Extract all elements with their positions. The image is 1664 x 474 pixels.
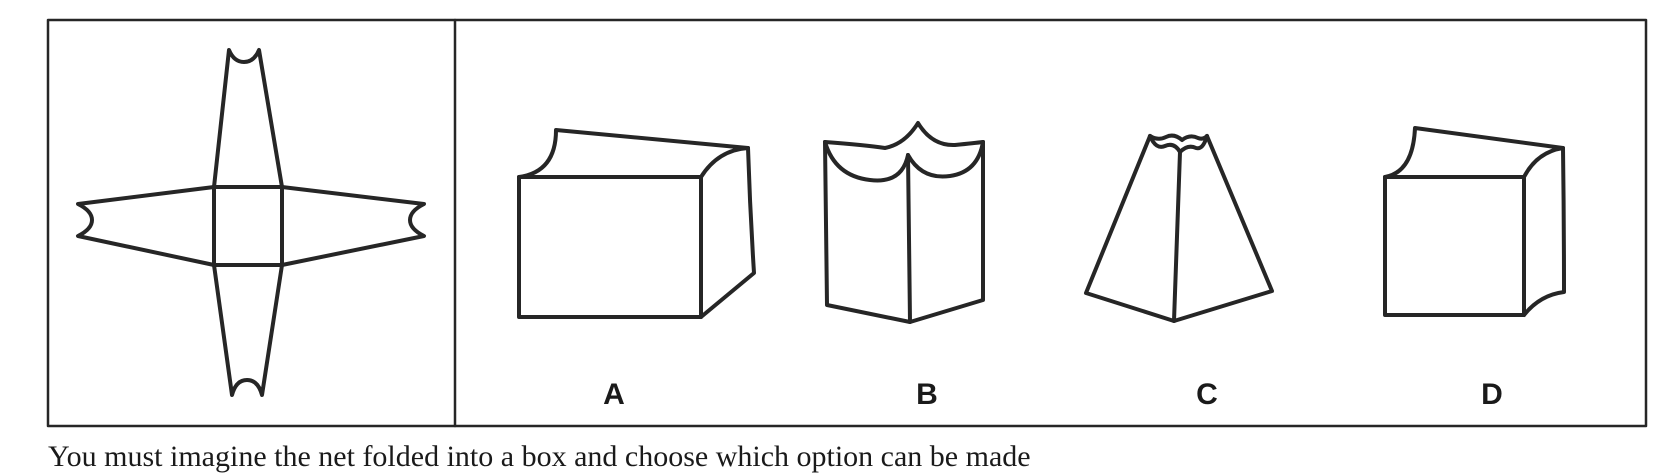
option-d-shape (1383, 126, 1566, 317)
option-label-d[interactable]: D (1481, 378, 1503, 411)
option-a-shape (517, 128, 756, 319)
net-diagram (76, 48, 426, 397)
option-c-shape (1084, 133, 1274, 323)
option-label-b[interactable]: B (916, 378, 938, 411)
instruction-text: You must imagine the net folded into a b… (48, 440, 1031, 473)
option-label-c[interactable]: C (1196, 378, 1218, 411)
option-b-shape (823, 121, 985, 324)
puzzle-figure (46, 18, 1648, 428)
option-label-a[interactable]: A (603, 378, 625, 411)
outer-frame (46, 18, 1648, 428)
